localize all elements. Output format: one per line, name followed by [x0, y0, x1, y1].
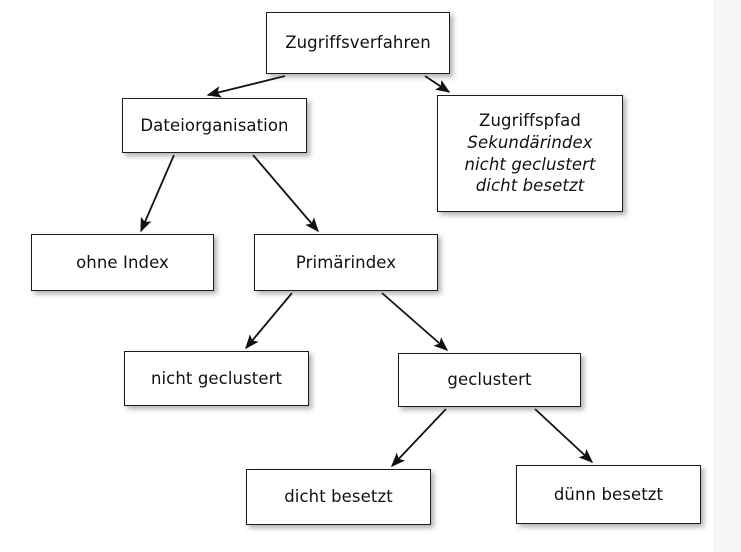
node-line: Zugriffsverfahren: [285, 33, 431, 53]
node-line: Dateiorganisation: [140, 115, 289, 135]
edge-primaerindex-nicht-geclustert: [245, 292, 293, 350]
edge-geclustert-duenn-besetzt: [534, 408, 594, 463]
node-label: dünn besetzt: [554, 484, 663, 506]
node-zugriffsverfahren[interactable]: Zugriffsverfahren: [266, 12, 450, 74]
edge-primaerindex-geclustert: [381, 292, 449, 351]
node-geclustert[interactable]: geclustert: [398, 353, 581, 407]
node-line-3: nicht geclustert: [464, 154, 596, 174]
node-nicht-geclustert[interactable]: nicht geclustert: [124, 351, 309, 406]
node-line: Primärindex: [295, 252, 397, 272]
node-label: dicht besetzt: [284, 486, 393, 508]
edge-geclustert-dicht-besetzt: [391, 408, 447, 468]
node-label: Primärindex: [296, 252, 396, 274]
node-label: Dateiorganisation: [140, 115, 288, 137]
node-dateiorganisation[interactable]: Dateiorganisation: [122, 98, 307, 153]
node-label: geclustert: [447, 369, 531, 391]
node-label: Zugriffspfad Sekundärindex nicht geclust…: [464, 110, 595, 197]
node-line: ohne Index: [76, 252, 169, 272]
node-line-1: Zugriffspfad: [479, 110, 581, 130]
node-label: Zugriffsverfahren: [285, 32, 431, 54]
edge-zugriffsverfahren-zugriffspfad: [424, 75, 451, 93]
edge-dateiorganisation-primaerindex: [252, 154, 319, 233]
node-line: dünn besetzt: [553, 484, 664, 504]
right-side-panel: [714, 0, 741, 552]
edge-zugriffsverfahren-dateiorganisation: [206, 75, 286, 98]
node-primaerindex[interactable]: Primärindex: [254, 234, 438, 291]
node-label: ohne Index: [76, 252, 169, 274]
node-line: nicht geclustert: [150, 368, 283, 388]
node-dicht-besetzt[interactable]: dicht besetzt: [246, 469, 431, 525]
node-label: nicht geclustert: [151, 368, 282, 390]
node-line: geclustert: [447, 370, 532, 390]
edge-dateiorganisation-ohne-index: [140, 154, 175, 233]
node-line: dicht besetzt: [284, 487, 393, 507]
node-line-4: dicht besetzt: [475, 176, 585, 196]
node-zugriffspfad[interactable]: Zugriffspfad Sekundärindex nicht geclust…: [437, 95, 623, 212]
node-duenn-besetzt[interactable]: dünn besetzt: [516, 465, 701, 524]
node-line-2: Sekundärindex: [467, 132, 593, 152]
node-ohne-index[interactable]: ohne Index: [31, 234, 214, 291]
